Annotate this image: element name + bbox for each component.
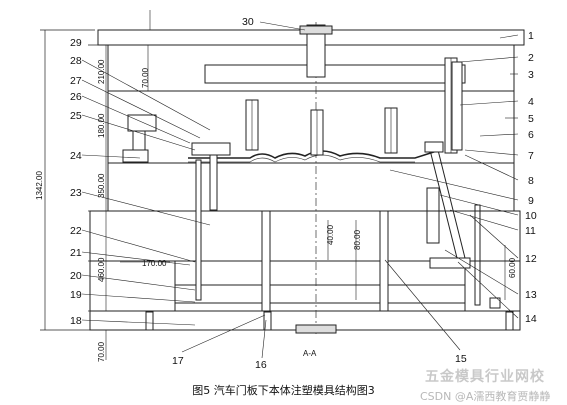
part-label-30: 30 (242, 16, 254, 28)
part-label-13: 13 (525, 289, 537, 301)
locating-ring (299, 25, 333, 35)
bolt-left (145, 311, 154, 331)
part-label-24: 24 (70, 150, 82, 162)
slanted-lifter-a (429, 149, 459, 263)
bolt-right (505, 311, 514, 331)
dim-460: 460.00 (97, 257, 106, 282)
part-label-4: 4 (528, 96, 534, 108)
manifold (204, 64, 466, 84)
part-contour (188, 149, 441, 159)
inclined-block-left (191, 142, 231, 156)
part-label-26: 26 (70, 91, 82, 103)
guide-pillar-top (127, 114, 157, 132)
dim-60: 60.00 (508, 257, 517, 278)
part-label-29: 29 (70, 37, 82, 49)
part-label-22: 22 (70, 225, 82, 237)
dim-350: 350.00 (97, 173, 106, 198)
sprue-bushing (306, 24, 326, 78)
part-label-28: 28 (70, 55, 82, 67)
part-label-6: 6 (528, 129, 534, 141)
dimension-ticks (105, 10, 506, 360)
part-label-15: 15 (455, 353, 467, 365)
lifter-left (209, 149, 218, 211)
leader-lines (81, 21, 519, 359)
dim-overall-height: 1342.00 (35, 171, 44, 200)
part-label-10: 10 (525, 210, 537, 222)
support-pin-1 (261, 210, 271, 312)
limit-block (489, 297, 501, 309)
support-block (122, 149, 149, 163)
core-plate (107, 162, 515, 212)
slanted-lifter-b (437, 149, 467, 263)
part-label-3: 3 (528, 69, 534, 81)
ko-hole (295, 324, 337, 334)
bolt-center (263, 311, 272, 331)
support-pin-2 (379, 210, 389, 312)
lifter-head (424, 141, 444, 153)
part-label-7: 7 (528, 150, 534, 162)
part-label-19: 19 (70, 289, 82, 301)
part-label-2: 2 (528, 52, 534, 64)
figure-caption: 图5 汽车门板下本体注塑模具结构图3 (192, 384, 375, 397)
part-label-1: 1 (528, 30, 534, 42)
part-label-21: 21 (70, 247, 82, 259)
part-label-group: 30 1 2 3 4 5 6 7 8 9 10 11 12 13 14 15 1… (70, 16, 537, 371)
part-label-18: 18 (70, 315, 82, 327)
lifter-base (429, 257, 471, 269)
ejector-plate (174, 284, 466, 304)
part-label-8: 8 (528, 175, 534, 187)
wear-plate (426, 187, 440, 244)
watermark-brand: 五金模具行业网校 (425, 369, 545, 385)
return-pin (474, 204, 481, 306)
part-label-14: 14 (525, 313, 537, 325)
part-label-5: 5 (528, 113, 534, 125)
ejector-retainer-plate (174, 260, 466, 286)
cylinder (451, 61, 463, 151)
dim-210: 210.00 (97, 59, 106, 84)
part-contour-inner (188, 154, 415, 163)
dim-70-top: 70.00 (141, 67, 150, 88)
part-label-12: 12 (525, 253, 537, 265)
dim-170: 170.00 (142, 259, 167, 268)
part-label-16: 16 (255, 359, 267, 371)
dim-180: 180.00 (97, 113, 106, 138)
part-label-25: 25 (70, 110, 82, 122)
ejector-pin-left (195, 159, 202, 301)
part-label-27: 27 (70, 75, 82, 87)
part-label-20: 20 (70, 270, 82, 282)
dimension-group: 1342.00 70.00 210.00 180.00 350.00 460.0… (35, 59, 517, 362)
part-label-17: 17 (172, 355, 184, 367)
watermark-source: CSDN @A濡西教育贾静静 (420, 390, 551, 403)
dim-70-bottom: 70.00 (97, 341, 106, 362)
dim-40: 40.00 (326, 224, 335, 245)
dim-80: 80.00 (353, 229, 362, 250)
section-label: A-A (303, 349, 317, 358)
part-label-11: 11 (525, 225, 536, 237)
part-label-9: 9 (528, 195, 534, 207)
part-label-23: 23 (70, 187, 82, 199)
